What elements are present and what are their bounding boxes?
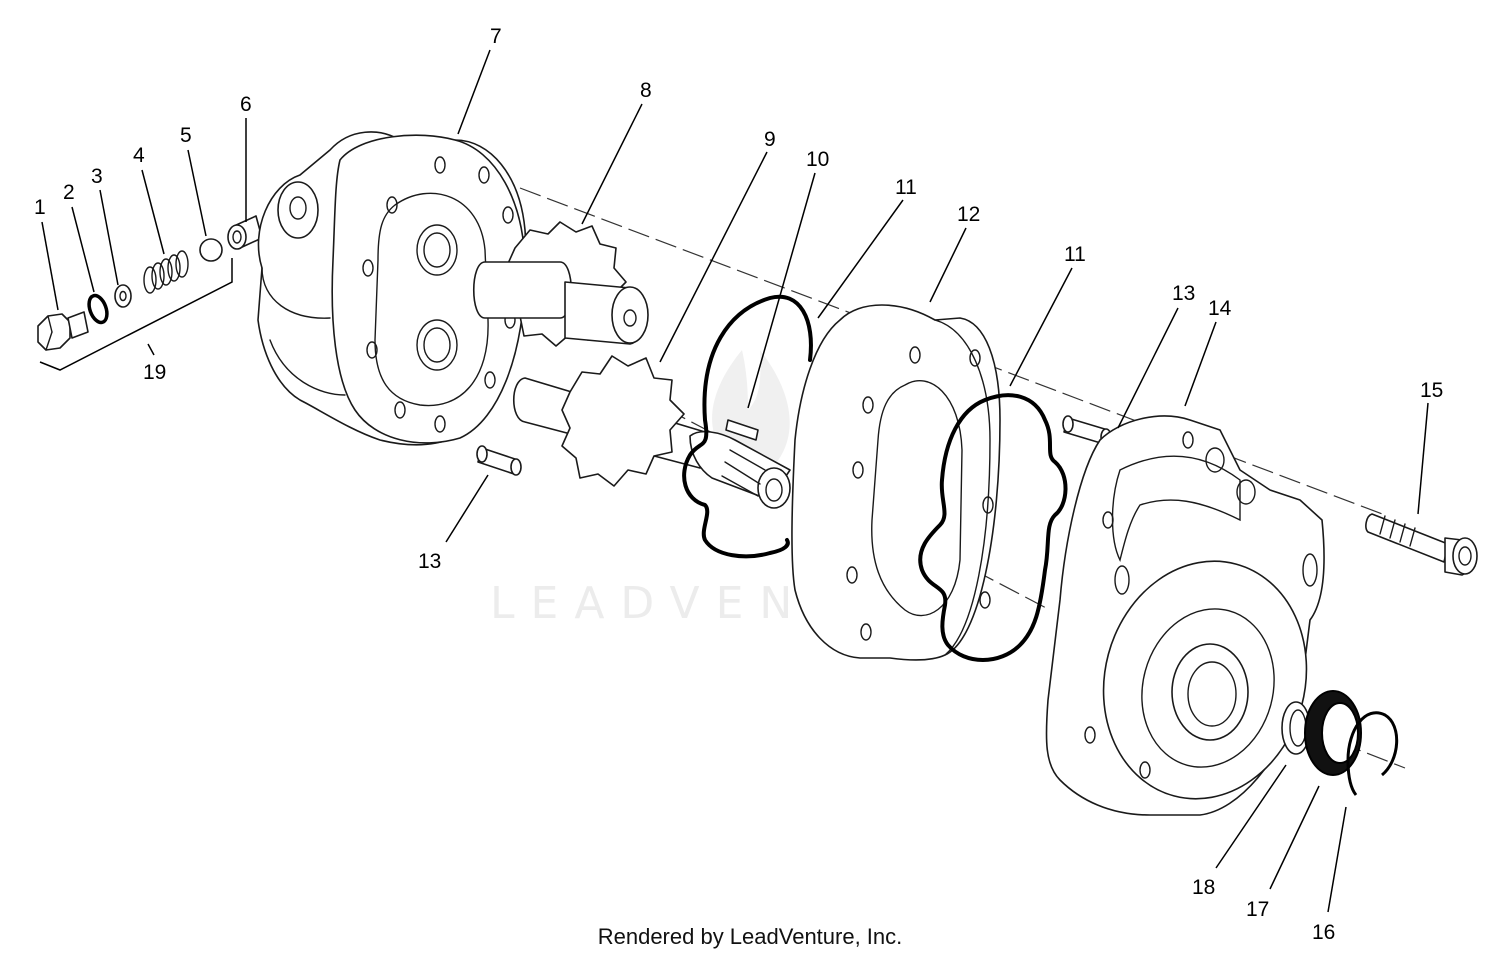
callout-14: 14	[1208, 297, 1232, 320]
callout-5: 5	[180, 124, 192, 147]
callout-2: 2	[63, 181, 75, 204]
callout-labels: 1 2 3 4 5 6 7 8 9 10 11 11 12 13 13 14 1…	[34, 25, 1443, 944]
callout-7: 7	[490, 25, 502, 48]
spring[interactable]	[143, 250, 189, 294]
kit-bracket	[39, 258, 233, 371]
footer-credit: Rendered by LeadVenture, Inc.	[597, 924, 903, 949]
o-ring[interactable]	[86, 293, 111, 325]
cap-screw[interactable]	[1365, 513, 1478, 576]
seal-ring-rear[interactable]	[918, 393, 1068, 662]
callout-4: 4	[133, 144, 145, 167]
end-cover[interactable]	[1045, 415, 1332, 822]
driven-gear-shaft[interactable]	[513, 355, 791, 509]
callout-16: 16	[1312, 921, 1335, 944]
callout-11-front: 11	[895, 176, 917, 199]
seal-ring-front[interactable]	[682, 294, 813, 559]
drive-gear[interactable]	[472, 221, 649, 347]
callout-11-rear: 11	[1064, 243, 1086, 266]
callout-1: 1	[34, 196, 46, 219]
check-ball[interactable]	[199, 238, 223, 262]
dowel-pin-front[interactable]	[476, 445, 522, 476]
callout-19: 19	[143, 361, 166, 384]
washer[interactable]	[114, 284, 132, 308]
callout-9: 9	[764, 128, 776, 151]
callout-13-rear: 13	[1172, 282, 1195, 305]
callout-8: 8	[640, 79, 652, 102]
valve-seat[interactable]	[227, 215, 263, 250]
callout-13-front: 13	[418, 550, 441, 573]
shaft-key[interactable]	[725, 419, 759, 441]
gear-housing[interactable]	[791, 304, 1001, 661]
callout-18: 18	[1192, 876, 1215, 899]
leader-lines	[41, 49, 1429, 913]
snap-ring[interactable]	[1346, 711, 1399, 796]
callout-3: 3	[91, 165, 103, 188]
callout-10: 10	[806, 148, 829, 171]
hex-plug[interactable]	[37, 311, 89, 351]
callout-17: 17	[1246, 898, 1269, 921]
callout-15: 15	[1420, 379, 1443, 402]
callout-12: 12	[957, 203, 980, 226]
callout-6: 6	[240, 93, 252, 116]
